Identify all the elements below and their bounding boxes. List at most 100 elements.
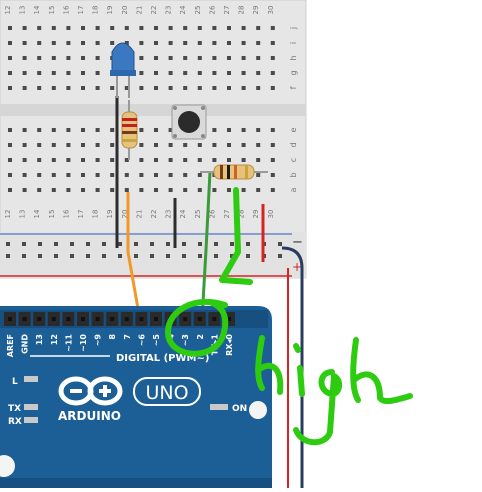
rail-hole[interactable] <box>198 242 202 246</box>
breadboard-hole[interactable] <box>124 188 129 192</box>
rail-hole[interactable] <box>70 242 74 246</box>
breadboard-hole[interactable] <box>95 56 100 60</box>
breadboard-hole[interactable] <box>66 56 71 60</box>
breadboard-hole[interactable] <box>183 188 188 192</box>
breadboard-hole[interactable] <box>51 173 56 177</box>
breadboard-hole[interactable] <box>37 26 42 30</box>
breadboard-hole[interactable] <box>95 86 100 90</box>
breadboard-hole[interactable] <box>95 26 100 30</box>
breadboard-hole[interactable] <box>183 143 188 147</box>
rail-hole[interactable] <box>182 242 186 246</box>
breadboard-hole[interactable] <box>241 143 246 147</box>
breadboard-hole[interactable] <box>154 188 158 192</box>
breadboard-hole[interactable] <box>81 56 85 60</box>
breadboard-hole[interactable] <box>227 128 231 132</box>
breadboard-hole[interactable] <box>139 188 144 192</box>
breadboard-hole[interactable] <box>81 26 85 30</box>
breadboard-hole[interactable] <box>22 41 27 45</box>
breadboard-hole[interactable] <box>8 26 12 30</box>
breadboard-hole[interactable] <box>154 26 158 30</box>
breadboard-hole[interactable] <box>81 71 85 75</box>
breadboard-hole[interactable] <box>212 56 217 60</box>
breadboard-hole[interactable] <box>124 41 129 45</box>
breadboard-hole[interactable] <box>95 158 100 162</box>
breadboard-hole[interactable] <box>197 41 202 45</box>
breadboard-hole[interactable] <box>81 143 85 147</box>
breadboard-hole[interactable] <box>270 143 275 147</box>
blue-led[interactable] <box>110 42 136 98</box>
rail-hole[interactable] <box>6 242 10 246</box>
breadboard-hole[interactable] <box>139 71 144 75</box>
rail-hole[interactable] <box>182 254 186 258</box>
digital-header[interactable] <box>4 312 235 326</box>
breadboard-hole[interactable] <box>241 188 246 192</box>
breadboard-hole[interactable] <box>168 128 173 132</box>
rail-hole[interactable] <box>134 254 138 258</box>
rail-hole[interactable] <box>54 254 58 258</box>
breadboard-hole[interactable] <box>66 188 71 192</box>
breadboard-hole[interactable] <box>154 86 158 90</box>
breadboard-hole[interactable] <box>37 128 42 132</box>
breadboard-hole[interactable] <box>37 41 42 45</box>
breadboard-hole[interactable] <box>139 86 144 90</box>
breadboard-hole[interactable] <box>66 173 71 177</box>
breadboard-hole[interactable] <box>110 128 115 132</box>
breadboard-hole[interactable] <box>37 71 42 75</box>
breadboard-hole[interactable] <box>66 41 71 45</box>
breadboard-hole[interactable] <box>139 26 144 30</box>
breadboard-hole[interactable] <box>241 56 246 60</box>
breadboard-hole[interactable] <box>183 41 188 45</box>
breadboard-hole[interactable] <box>168 173 173 177</box>
breadboard-hole[interactable] <box>154 173 158 177</box>
breadboard-hole[interactable] <box>8 173 12 177</box>
breadboard-hole[interactable] <box>66 158 71 162</box>
breadboard-hole[interactable] <box>256 71 261 75</box>
breadboard-hole[interactable] <box>37 56 42 60</box>
breadboard-hole[interactable] <box>81 41 85 45</box>
breadboard-hole[interactable] <box>51 128 56 132</box>
breadboard-hole[interactable] <box>270 86 275 90</box>
breadboard-hole[interactable] <box>139 128 144 132</box>
breadboard-hole[interactable] <box>8 128 12 132</box>
breadboard-hole[interactable] <box>256 128 261 132</box>
breadboard-hole[interactable] <box>22 86 27 90</box>
breadboard-hole[interactable] <box>124 173 129 177</box>
breadboard-hole[interactable] <box>110 41 115 45</box>
rail-hole[interactable] <box>38 254 42 258</box>
breadboard-hole[interactable] <box>197 56 202 60</box>
breadboard-hole[interactable] <box>212 26 217 30</box>
rail-hole[interactable] <box>118 254 122 258</box>
rail-hole[interactable] <box>70 254 74 258</box>
breadboard-hole[interactable] <box>270 158 275 162</box>
breadboard-hole[interactable] <box>227 56 231 60</box>
breadboard-hole[interactable] <box>110 143 115 147</box>
breadboard-hole[interactable] <box>66 128 71 132</box>
breadboard-hole[interactable] <box>241 71 246 75</box>
breadboard-hole[interactable] <box>270 173 275 177</box>
breadboard-hole[interactable] <box>139 158 144 162</box>
rail-hole[interactable] <box>166 242 170 246</box>
rail-hole[interactable] <box>102 254 106 258</box>
breadboard-hole[interactable] <box>212 158 217 162</box>
breadboard-hole[interactable] <box>256 143 261 147</box>
breadboard-hole[interactable] <box>139 41 144 45</box>
breadboard-hole[interactable] <box>95 173 100 177</box>
breadboard-hole[interactable] <box>22 158 27 162</box>
breadboard-hole[interactable] <box>256 26 261 30</box>
breadboard-hole[interactable] <box>154 56 158 60</box>
breadboard-hole[interactable] <box>51 71 56 75</box>
breadboard-hole[interactable] <box>66 143 71 147</box>
rail-hole[interactable] <box>230 242 234 246</box>
breadboard-hole[interactable] <box>22 143 27 147</box>
breadboard-hole[interactable] <box>8 188 12 192</box>
breadboard-hole[interactable] <box>197 86 202 90</box>
resistor-vertical[interactable] <box>121 100 138 160</box>
breadboard-hole[interactable] <box>270 26 275 30</box>
breadboard-hole[interactable] <box>168 26 173 30</box>
breadboard-hole[interactable] <box>51 26 56 30</box>
breadboard-hole[interactable] <box>168 158 173 162</box>
breadboard-hole[interactable] <box>227 41 231 45</box>
breadboard-hole[interactable] <box>212 128 217 132</box>
breadboard-hole[interactable] <box>270 188 275 192</box>
breadboard-hole[interactable] <box>51 86 56 90</box>
